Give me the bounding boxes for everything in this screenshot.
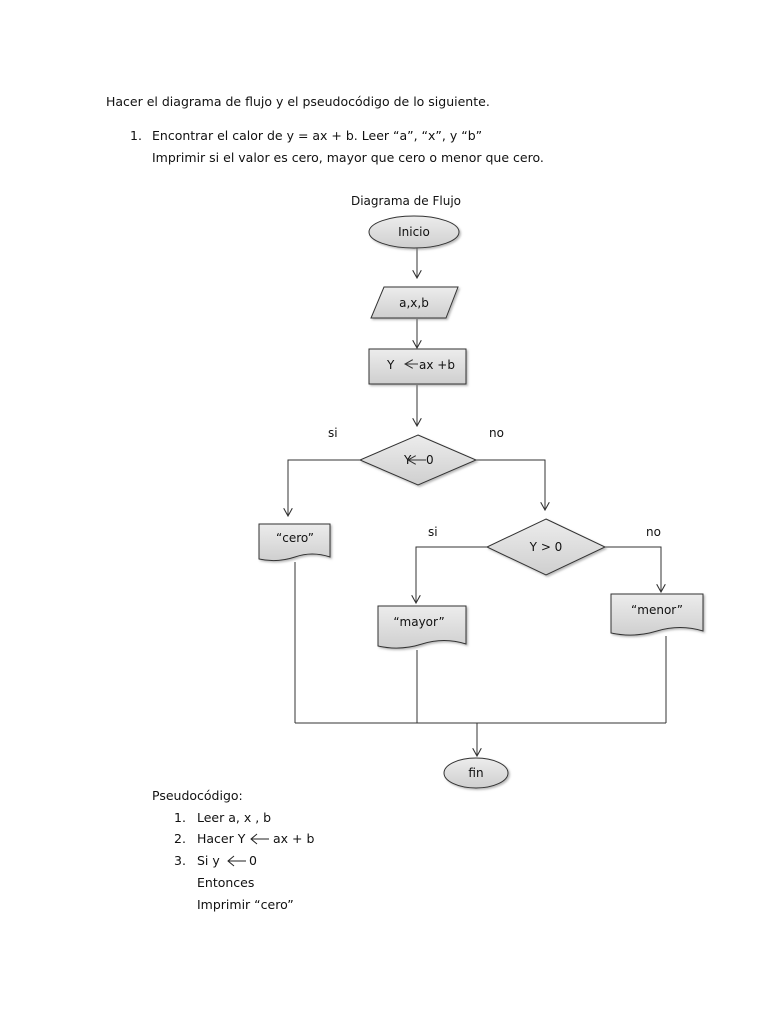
output-menor-label: “menor” (631, 603, 683, 617)
decision-2-no-label: no (646, 525, 661, 539)
task-line-1: Encontrar el calor de y = ax + b. Leer “… (152, 128, 483, 143)
pseudo-step-3-left: Si y (197, 853, 220, 868)
assign-left: Y (386, 358, 395, 372)
assign-box: Y ax +b (368, 348, 467, 385)
decision-1: Y 0 (358, 434, 478, 486)
pseudo-step-3-num: 3. (174, 853, 186, 868)
task-number: 1. (130, 128, 142, 143)
input-label: a,x,b (399, 296, 429, 310)
intro-text: Hacer el diagrama de flujo y el pseudocó… (106, 94, 490, 109)
pseudo-step-2-right: ax + b (273, 831, 315, 846)
decision-2-yes-label: si (428, 525, 438, 539)
start-terminal: Inicio (368, 215, 460, 249)
output-menor: “menor” (610, 593, 704, 636)
decision-2-label: Y > 0 (529, 540, 563, 554)
pseudo-print: Imprimir “cero” (197, 897, 294, 912)
output-cero-label: “cero” (276, 531, 314, 545)
pseudo-then: Entonces (197, 875, 255, 890)
pseudo-step-2-arrow-icon (250, 833, 269, 845)
connector-decision2-no (605, 546, 661, 592)
decision-2: Y > 0 (485, 518, 607, 576)
end-label: fin (468, 766, 483, 780)
connector-decision2-yes (416, 546, 487, 603)
output-mayor: “mayor” (377, 605, 467, 649)
pseudo-title: Pseudocódigo: (152, 788, 243, 803)
end-terminal: fin (443, 757, 509, 789)
connector-decision1-yes (288, 459, 360, 516)
task-line-2: Imprimir si el valor es cero, mayor que … (152, 150, 544, 165)
decision-1-yes-label: si (328, 426, 338, 440)
pseudo-step-3-arrow-icon (227, 855, 246, 867)
connector-decision1-no (476, 459, 545, 510)
decision-1-no-label: no (489, 426, 504, 440)
pseudo-step-1-text: Leer a, x , b (197, 810, 272, 825)
flowchart-title: Diagrama de Flujo (351, 194, 461, 208)
input-box: a,x,b (370, 286, 459, 319)
pseudo-step-2-left: Hacer Y (197, 831, 246, 846)
assign-right: ax +b (419, 358, 455, 372)
pseudo-step-3-right: 0 (249, 853, 257, 868)
pseudo-step-1-num: 1. (174, 810, 186, 825)
output-mayor-label: “mayor” (393, 615, 444, 629)
pseudo-step-2-num: 2. (174, 831, 186, 846)
output-cero: “cero” (258, 523, 331, 562)
decision-1-right: 0 (426, 453, 434, 467)
start-label: Inicio (398, 225, 430, 239)
